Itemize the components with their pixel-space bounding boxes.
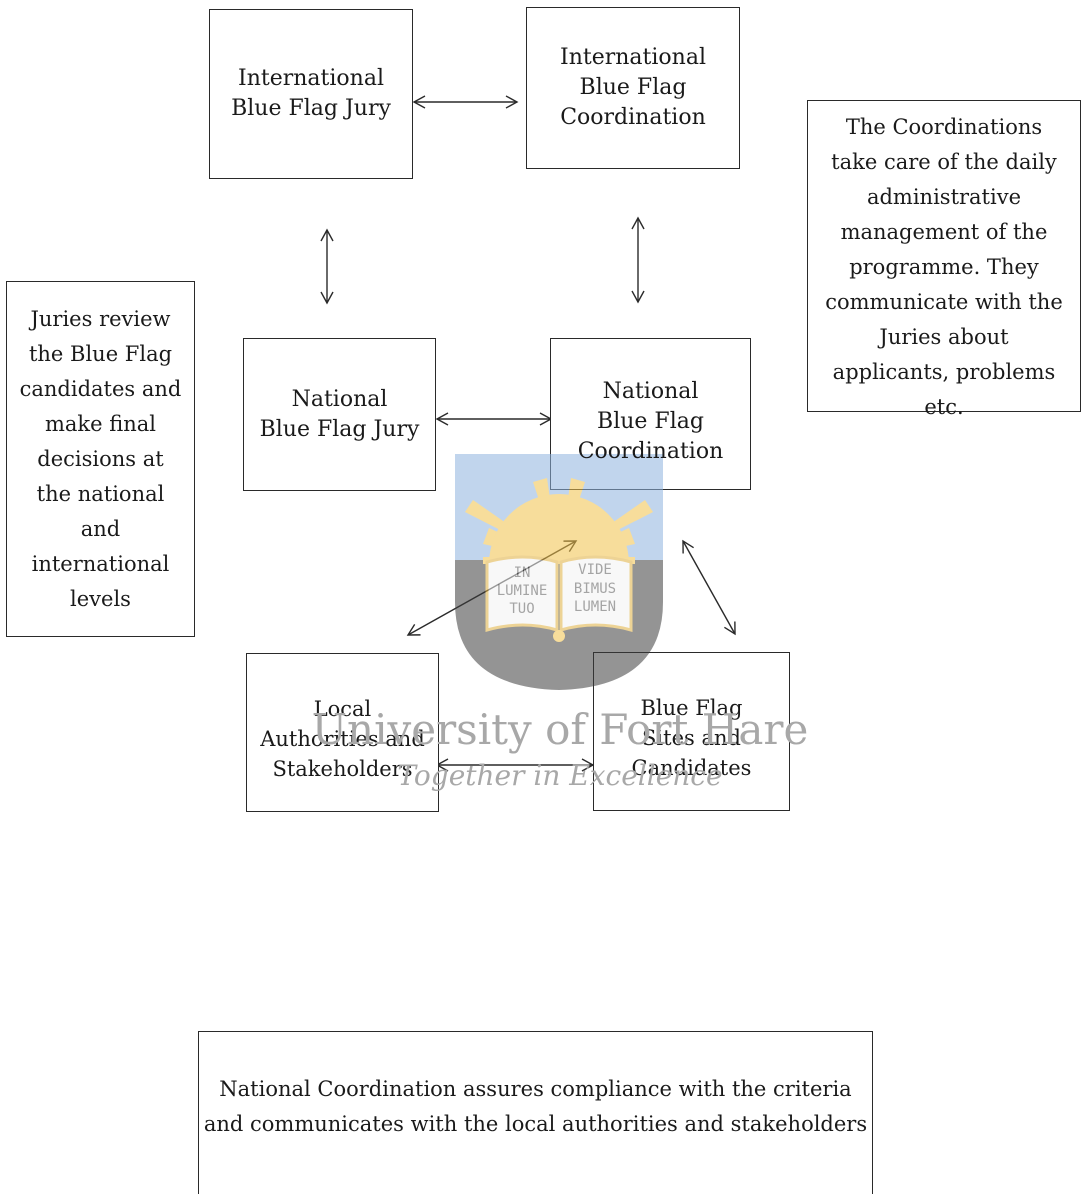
node-national-jury: National Blue Flag Jury xyxy=(243,338,436,491)
node-blue-flag-sites-label: Blue Flag Sites and Candidates xyxy=(631,696,752,780)
node-national-coordination-label: National Blue Flag Coordination xyxy=(577,379,724,464)
svg-text:IN: IN xyxy=(514,565,531,581)
university-crest-watermark: IN LUMINE TUO VIDE BIMUS LUMEN xyxy=(455,454,663,690)
node-national-jury-label: National Blue Flag Jury xyxy=(259,386,420,442)
node-international-jury-label: International Blue Flag Jury xyxy=(231,66,391,121)
svg-text:LUMINE: LUMINE xyxy=(497,583,548,599)
node-international-coordination-label: International Blue Flag Coordination xyxy=(560,45,706,130)
svg-text:BIMUS: BIMUS xyxy=(574,581,616,597)
note-national-coordination: National Coordination assures compliance… xyxy=(198,1031,873,1194)
node-international-jury: International Blue Flag Jury xyxy=(209,9,413,179)
arrow-natl-coord-sites xyxy=(682,539,736,636)
node-blue-flag-sites: Blue Flag Sites and Candidates xyxy=(593,652,790,811)
node-international-coordination: International Blue Flag Coordination xyxy=(526,7,740,169)
svg-text:VIDE: VIDE xyxy=(578,562,612,578)
svg-text:TUO: TUO xyxy=(509,601,534,617)
node-national-coordination: National Blue Flag Coordination xyxy=(550,338,751,490)
note-national-coordination-text: National Coordination assures compliance… xyxy=(203,1077,868,1136)
note-coordinations-text: The Coordinations take care of the daily… xyxy=(825,115,1063,419)
node-local-authorities: Local Authorities and Stakeholders xyxy=(246,653,439,812)
note-juries-text: Juries review the Blue Flag candidates a… xyxy=(19,306,182,611)
svg-text:LUMEN: LUMEN xyxy=(574,599,616,615)
watermark-tagline: Together in Excellence xyxy=(397,759,723,792)
note-juries: Juries review the Blue Flag candidates a… xyxy=(6,281,195,637)
node-local-authorities-label: Local Authorities and Stakeholders xyxy=(260,697,425,781)
watermark-university-name: University of Fort Hare xyxy=(311,705,809,754)
note-coordinations: The Coordinations take care of the daily… xyxy=(807,100,1081,419)
